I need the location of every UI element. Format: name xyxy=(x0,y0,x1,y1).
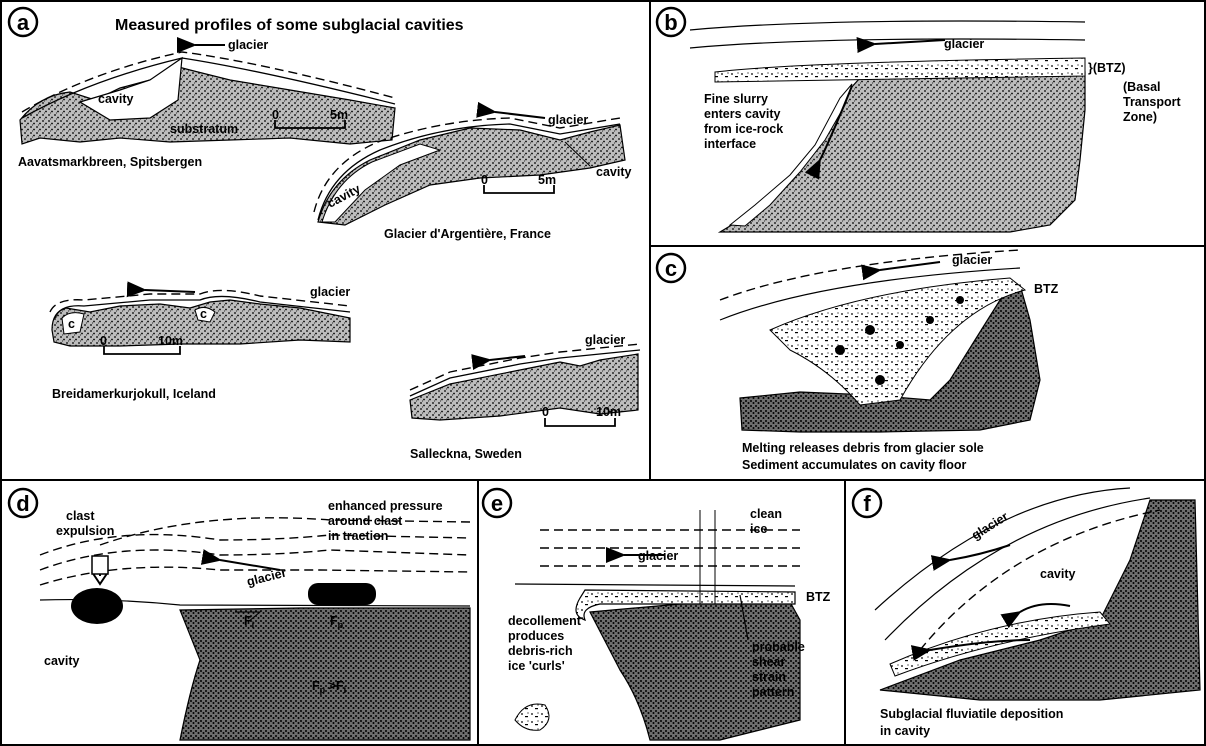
substratum-label: substratum xyxy=(170,122,238,136)
caption-line: Fine slurry xyxy=(704,92,768,106)
svg-text:5m: 5m xyxy=(330,108,348,122)
site-name: Glacier d'Argentière, France xyxy=(384,227,551,241)
btz-full-1: (Basal xyxy=(1123,80,1161,94)
caption-line: Sediment accumulates on cavity floor xyxy=(742,458,967,472)
cavity-label: c xyxy=(68,317,75,331)
site-name: Salleckna, Sweden xyxy=(410,447,522,461)
glacier-label: glacier xyxy=(548,113,588,127)
glacier-label: glacier xyxy=(638,549,678,563)
svg-text:10m: 10m xyxy=(596,405,621,419)
panel-a-title: Measured profiles of some subglacial cav… xyxy=(115,17,464,34)
svg-text:d: d xyxy=(16,491,29,516)
shear-label: strain xyxy=(752,670,786,684)
decollement-label: ice 'curls' xyxy=(508,659,565,673)
glacier-label: glacier xyxy=(944,37,984,51)
caption-line: Melting releases debris from glacier sol… xyxy=(742,441,984,455)
decollement-label: decollement xyxy=(508,614,582,628)
btz-label: BTZ xyxy=(806,590,831,604)
svg-text:a: a xyxy=(17,10,30,35)
svg-text:10m: 10m xyxy=(158,334,183,348)
svg-text:e: e xyxy=(491,491,503,516)
panel-a-badge: a xyxy=(9,8,37,36)
panel-e-badge: e xyxy=(483,489,511,517)
panel-c-badge: c xyxy=(657,254,685,282)
shear-label: shear xyxy=(752,655,785,669)
btz-label: }(BTZ) xyxy=(1088,61,1126,75)
profile-salleckna: glacier 0 10m Salleckna, Sweden xyxy=(410,333,640,461)
svg-text:0: 0 xyxy=(542,405,549,419)
caption-line: Subglacial fluviatile deposition xyxy=(880,707,1063,721)
glacier-label: glacier xyxy=(245,566,288,589)
cavity-label: c xyxy=(200,307,207,321)
cavity-label-2: cavity xyxy=(596,165,631,179)
svg-text:c: c xyxy=(665,256,677,281)
pressure-label: around clast xyxy=(328,514,403,528)
svg-text:0: 0 xyxy=(100,334,107,348)
cavity-label: cavity xyxy=(1040,567,1075,581)
panel-b-badge: b xyxy=(657,8,685,36)
pressure-label: enhanced pressure xyxy=(328,499,443,513)
svg-text:5m: 5m xyxy=(538,173,556,187)
panel-f: f glacier cavity Subglacial fluviatile d… xyxy=(853,488,1200,738)
profile-breidamerkurjokull: glacier c c 0 10m Breidamerkurjokull, Ic… xyxy=(50,285,350,401)
clast-label: expulsion xyxy=(56,524,114,538)
site-name: Breidamerkurjokull, Iceland xyxy=(52,387,216,401)
force-relation: Fp >Fi xyxy=(312,679,346,695)
clean-ice-label: clean xyxy=(750,507,782,521)
caption-line: enters cavity xyxy=(704,107,780,121)
shear-label: probable xyxy=(752,640,805,654)
btz-label: BTZ xyxy=(1034,282,1059,296)
decollement-label: produces xyxy=(508,629,564,643)
decollement-label: debris-rich xyxy=(508,644,573,658)
panel-a: a Measured profiles of some subglacial c… xyxy=(9,8,640,461)
svg-text:b: b xyxy=(664,10,677,35)
svg-text:0: 0 xyxy=(272,108,279,122)
glacier-label: glacier xyxy=(969,509,1011,542)
caption-line: from ice-rock xyxy=(704,122,783,136)
panel-f-badge: f xyxy=(853,489,881,517)
pressure-label: in traction xyxy=(328,529,388,543)
panel-e: e glacier clean ice BTZ decollement prod… xyxy=(483,489,831,740)
caption-line: in cavity xyxy=(880,724,930,738)
glacier-label: glacier xyxy=(585,333,625,347)
clast-label: clast xyxy=(66,509,95,523)
panel-d-badge: d xyxy=(9,489,37,517)
panel-d: d glacier clast expulsion enhanced press… xyxy=(9,489,470,740)
profile-aavatsmarkbreen: glacier cavity substratum 0 5m Aavatsmar… xyxy=(18,38,395,169)
glacier-label: glacier xyxy=(310,285,350,299)
glacier-label: glacier xyxy=(228,38,268,52)
site-name: Aavatsmarkbreen, Spitsbergen xyxy=(18,155,202,169)
svg-text:f: f xyxy=(863,491,871,516)
btz-full-2: Transport xyxy=(1123,95,1181,109)
caption-line: interface xyxy=(704,137,756,151)
panel-c: c glacier BTZ Melting releases debris fr… xyxy=(657,250,1059,472)
clean-ice-label: ice xyxy=(750,522,767,536)
shear-label: pattern xyxy=(752,685,794,699)
cavity-label: cavity xyxy=(44,654,79,668)
svg-text:0: 0 xyxy=(481,173,488,187)
glacier-label: glacier xyxy=(952,253,992,267)
cavity-label: cavity xyxy=(98,92,133,106)
btz-full-3: Zone) xyxy=(1123,110,1157,124)
panel-b: b glacier }(BTZ) (Basal Transport Zone) … xyxy=(657,8,1181,232)
